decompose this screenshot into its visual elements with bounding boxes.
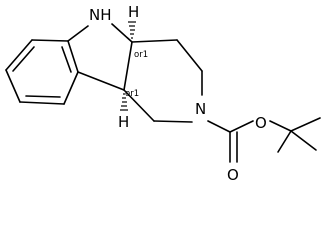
- atom-label-h-lower: H: [118, 113, 129, 131]
- bond: [111, 23, 133, 43]
- bond: [229, 120, 254, 133]
- bond: [269, 120, 292, 132]
- bond: [277, 130, 292, 153]
- bond: [67, 40, 79, 73]
- atom-label-o-ester: O: [255, 114, 267, 132]
- bond: [77, 71, 125, 91]
- atom-label-nh: NH: [89, 6, 112, 24]
- chemical-structure: NH H H N O O or1 or1: [5, 3, 321, 184]
- hashed-bond-lower: [120, 93, 128, 111]
- bond: [31, 39, 69, 42]
- bond: [290, 117, 321, 132]
- bond: [207, 120, 231, 133]
- bond: [131, 39, 178, 43]
- bond: [25, 95, 61, 98]
- bond: [123, 41, 133, 91]
- bond: [61, 46, 72, 73]
- bond: [153, 120, 193, 123]
- atom-label-n-ring: N: [195, 100, 206, 118]
- bond: [63, 71, 79, 105]
- bond: [12, 46, 35, 72]
- bond: [67, 25, 89, 42]
- bond: [5, 69, 21, 103]
- bond: [123, 89, 155, 122]
- bond: [5, 39, 33, 71]
- bond: [176, 39, 203, 72]
- bond: [290, 130, 317, 151]
- atom-label-h-upper: H: [128, 3, 139, 21]
- stereo-label-upper: or1: [134, 50, 148, 60]
- atom-label-o-carbonyl: O: [227, 166, 239, 184]
- bonds: [5, 23, 321, 163]
- stereo-label-lower: or1: [125, 89, 139, 99]
- bond: [19, 101, 65, 105]
- hashed-bond-upper: [128, 21, 136, 39]
